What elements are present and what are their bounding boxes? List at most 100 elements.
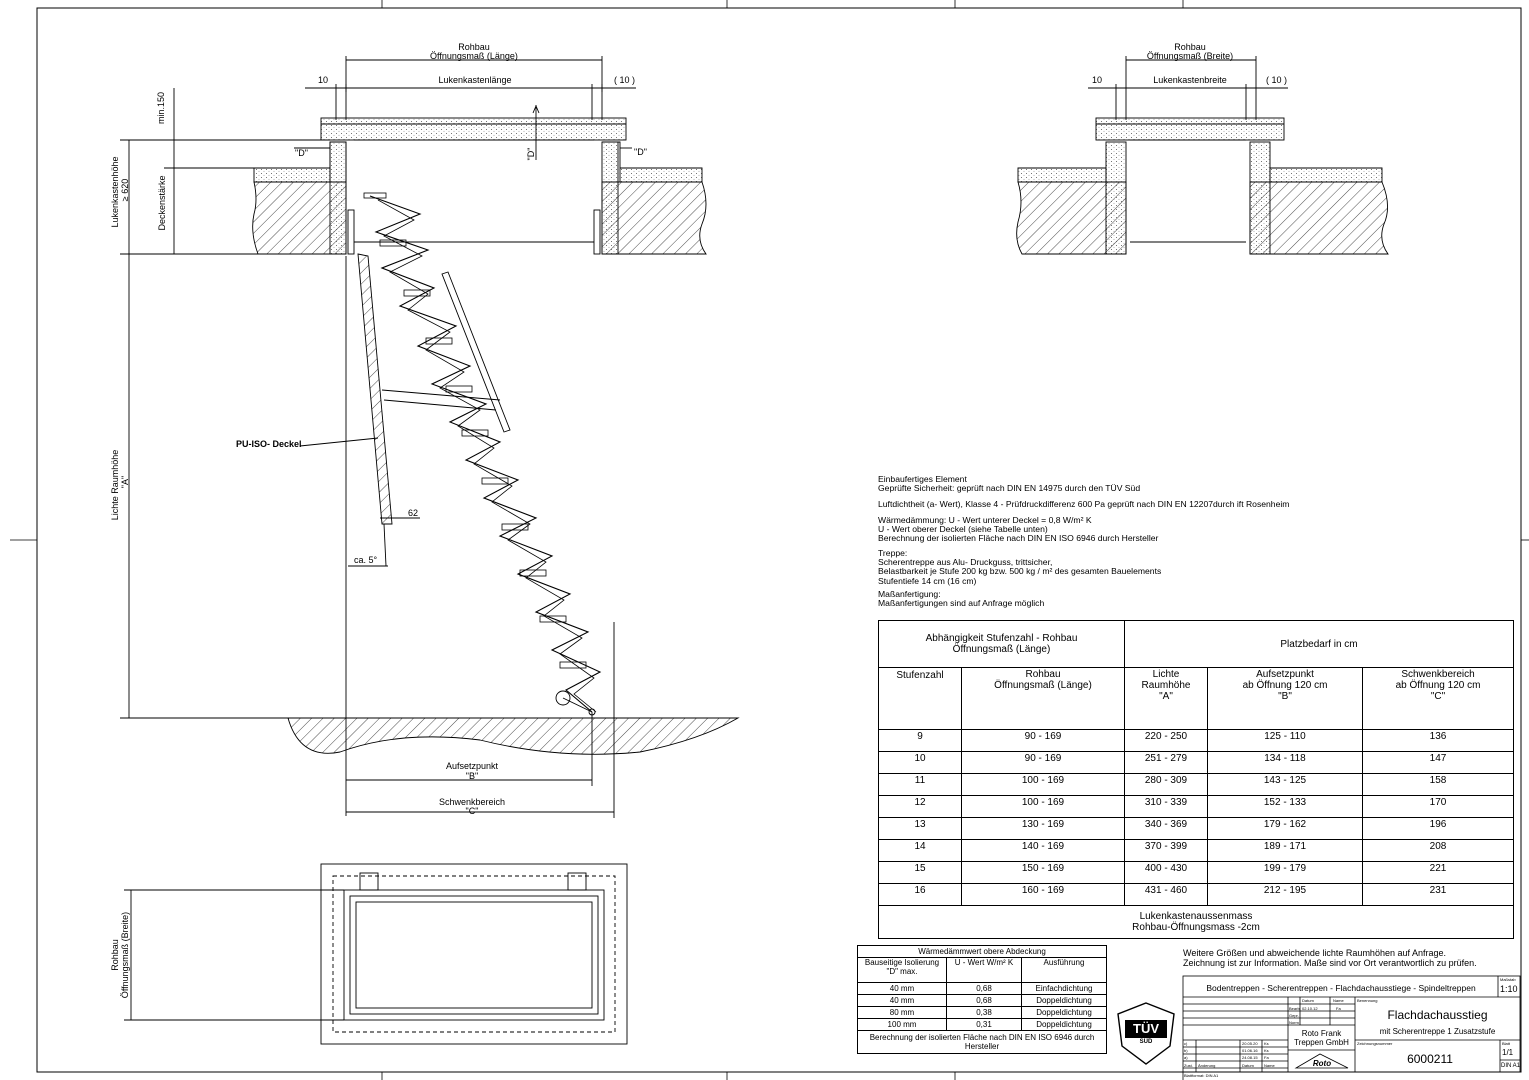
thermal-footer: Berechnung der isolierten Fläche nach DI… xyxy=(857,1030,1107,1054)
col-rohbau: Rohbau Öffnungsmaß (Länge) xyxy=(961,667,1125,730)
spec-block-2: Luftdichtheit (a- Wert), Klasse 4 - Prüf… xyxy=(878,499,1290,509)
dim-min150: min.150 xyxy=(156,91,166,125)
width-title-1: Rohbau xyxy=(1174,42,1206,52)
tuv-seal xyxy=(1117,1002,1175,1065)
title-bearb-date: 02.10.12 xyxy=(1302,1006,1318,1011)
spec-block-5: Maßanfertigung:Maßanfertigungen sind auf… xyxy=(878,589,1045,609)
title-r-bearb: Bearb. xyxy=(1289,1006,1301,1011)
rev-zust-b: b) xyxy=(1184,1048,1188,1053)
title-series: Bodentreppen - Scherentreppen - Flachdac… xyxy=(1206,983,1476,993)
rev-zust-c: c) xyxy=(1184,1041,1188,1046)
thermal-col-3: Ausführung xyxy=(1021,957,1107,983)
title-h-name: Name xyxy=(1333,998,1344,1003)
title-scale: 1:10 xyxy=(1500,984,1518,994)
rev-date-c: 20.05.20 xyxy=(1242,1041,1258,1046)
thermal-table: Wärmedämmwert obere Abdeckung Bauseitige… xyxy=(857,945,1107,1054)
title-product: Flachdachausstieg xyxy=(1387,1008,1488,1022)
title-company-2: Treppen GmbH xyxy=(1294,1038,1349,1047)
rev-f-datum: Datum xyxy=(1242,1063,1254,1068)
note-line-1: Weitere Größen und abweichende lichte Ra… xyxy=(1183,948,1446,958)
plan-view xyxy=(124,863,628,1045)
label-d-right: "D" xyxy=(634,147,647,157)
length-title-1: Rohbau xyxy=(458,42,490,52)
label-angle: ca. 5° xyxy=(354,555,378,565)
title-block-frame xyxy=(1182,975,1521,1073)
title-bearb-name: Fa xyxy=(1336,1006,1341,1011)
tuv-sub: SÜD xyxy=(1139,1039,1153,1045)
length-dim-right: ( 10 ) xyxy=(614,75,636,85)
steps-group-right: Platzbedarf in cm xyxy=(1124,620,1514,668)
length-section xyxy=(120,56,740,818)
label-deckenstaerke: Deckenstärke xyxy=(157,175,167,231)
frame-ticks xyxy=(10,0,1529,1080)
title-scale-label: Maßstab xyxy=(1500,977,1516,982)
title-blatt: Blatt xyxy=(1502,1041,1511,1046)
title-blattformat: Blattformat: DIN A1 xyxy=(1184,1073,1219,1078)
label-lukenkastenhoehe: Lukenkastenhöhe xyxy=(110,156,120,228)
rev-f-name: Name xyxy=(1264,1063,1275,1068)
title-r-gepr: Gepr. xyxy=(1289,1013,1299,1018)
label-d-center: "D" xyxy=(526,147,536,161)
plan-label-1: Rohbau xyxy=(110,939,120,971)
rev-name-b: Ks xyxy=(1264,1048,1269,1053)
roto-logo-shape xyxy=(1294,1053,1349,1069)
label-aufsetzpunkt-b: "B" xyxy=(465,771,479,781)
title-h-datum: Datum xyxy=(1302,998,1314,1003)
title-format: DIN A1 xyxy=(1501,1063,1521,1069)
title-drawing-no: 6000211 xyxy=(1407,1052,1453,1066)
col-schwenk: Schwenkbereich ab Öffnung 120 cm "C" xyxy=(1362,667,1514,730)
label-pu-iso-deckel: PU-ISO- Deckel xyxy=(236,439,302,449)
width-section xyxy=(1016,56,1389,255)
rev-name-c: Ks xyxy=(1264,1041,1269,1046)
note-line-2: Zeichnung ist zur Information. Maße sind… xyxy=(1183,958,1477,968)
rev-f-aend: Änderung xyxy=(1198,1063,1216,1068)
rev-f-zust: Zust. xyxy=(1184,1063,1193,1068)
width-dim-right: ( 10 ) xyxy=(1266,75,1288,85)
tuv-text: TÜV xyxy=(1133,1021,1159,1036)
rev-date-b: 01.06.16 xyxy=(1242,1048,1258,1053)
label-lichte-raumhoehe: Lichte Raumhöhe xyxy=(110,449,120,521)
title-subtitle: mit Scherentreppe 1 Zusatzstufe xyxy=(1379,1027,1496,1036)
label-schwenkbereich: Schwenkbereich xyxy=(438,797,506,807)
label-d-left: "D" xyxy=(295,148,308,158)
label-aufsetzpunkt: Aufsetzpunkt xyxy=(445,761,499,771)
length-dim-center: Lukenkastenlänge xyxy=(438,75,512,85)
rev-zust-a: a) xyxy=(1184,1055,1188,1060)
width-title-2: Öffnungsmaß (Breite) xyxy=(1146,51,1234,61)
title-company-1: Roto Frank xyxy=(1301,1029,1342,1038)
plan-label-2: Öffnungsmaß (Breite) xyxy=(120,911,130,999)
label-dim-62: 62 xyxy=(408,508,419,518)
thermal-title: Wärmedämmwert obere Abdeckung xyxy=(857,945,1107,958)
col-aufsetz: Aufsetzpunkt ab Öffnung 120 cm "B" xyxy=(1207,667,1363,730)
roto-logo: Roto xyxy=(1312,1059,1332,1068)
col-lichte: Lichte Raumhöhe "A" xyxy=(1124,667,1208,730)
width-dim-center: Lukenkastenbreite xyxy=(1153,75,1227,85)
spec-block-4: Treppe:Scherentreppe aus Alu- Druckguss,… xyxy=(878,548,1162,586)
length-dim-left: 10 xyxy=(318,75,329,85)
thermal-col-1: Bauseitige Isolierung "D" max. xyxy=(857,957,947,983)
title-zeichnungsnummer: Zeichnungsnummer xyxy=(1357,1041,1393,1046)
width-dim-left: 10 xyxy=(1092,75,1103,85)
label-schwenkbereich-c: "C" xyxy=(465,806,479,816)
length-title-2: Öffnungsmaß (Länge) xyxy=(430,51,518,61)
label-lukenkastenhoehe-value: ≥ 620 xyxy=(120,178,130,202)
rev-date-a: 24.08.15 xyxy=(1242,1055,1258,1060)
steps-group-left: Abhängigkeit Stufenzahl - Rohbau Öffnung… xyxy=(878,620,1125,668)
col-stufenzahl: Stufenzahl xyxy=(878,667,962,730)
spec-block-3: Wärmedämmung: U - Wert unterer Deckel = … xyxy=(878,515,1159,544)
label-lichte-a: "A" xyxy=(120,475,130,489)
rev-name-a: Fa xyxy=(1264,1055,1269,1060)
